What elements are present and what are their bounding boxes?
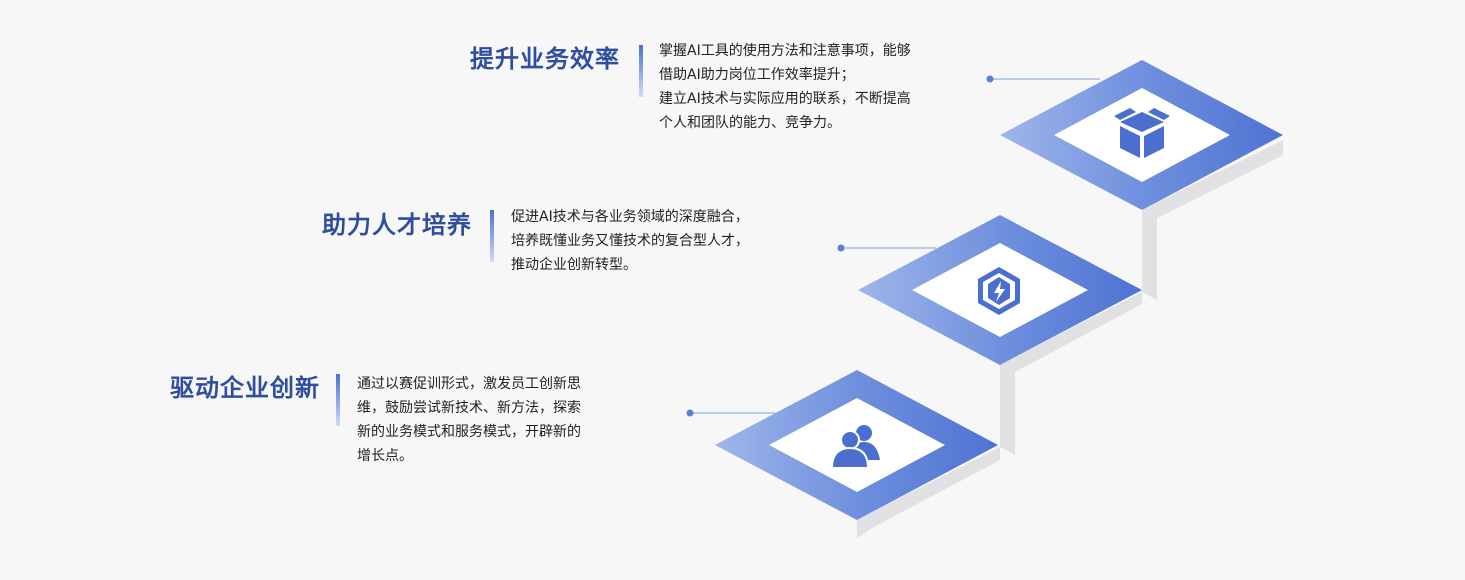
step-tile-2 (858, 215, 1142, 365)
step-tile-1 (1000, 60, 1283, 210)
step-1-line: 借助AI助力岗位工作效率提升； (659, 67, 855, 83)
step-3-line: 通过以赛促训形式，激发员工创新思 (357, 376, 581, 392)
lightning-badge-icon (978, 267, 1020, 315)
step-3-line: 增长点。 (357, 448, 413, 464)
step-1-description: 掌握AI工具的使用方法和注意事项，能够 借助AI助力岗位工作效率提升； 建立AI… (659, 39, 911, 135)
step-2-line: 促进AI技术与各业务领域的深度融合， (511, 209, 749, 225)
step-2-line: 培养既懂业务又懂技术的复合型人才， (511, 233, 749, 249)
step-3-description: 通过以赛促训形式，激发员工创新思 维，鼓励尝试新技术、新方法，探索 新的业务模式… (357, 372, 581, 468)
step-3-line: 维，鼓励尝试新技术、新方法，探索 (357, 400, 581, 416)
step-3-title: 驱动企业创新 (170, 374, 320, 402)
step-3-accent-bar (336, 374, 340, 426)
step-1-line: 个人和团队的能力、竞争力。 (659, 115, 841, 131)
connector-dot (986, 75, 994, 83)
connector-dot (837, 244, 845, 252)
connector-dot (686, 409, 694, 417)
users-icon (830, 425, 880, 469)
step-1-title: 提升业务效率 (470, 45, 620, 73)
stair-shadow (857, 140, 1283, 538)
step-2-accent-bar (490, 210, 494, 262)
step-1-accent-bar (639, 45, 643, 97)
box-icon (1114, 108, 1170, 158)
step-1-line: 建立AI技术与实际应用的联系，不断提高 (659, 91, 911, 107)
step-3-line: 新的业务模式和服务模式，开辟新的 (357, 424, 581, 440)
connectors (686, 75, 1100, 417)
step-2-line: 推动企业创新转型。 (511, 257, 637, 273)
step-2-title: 助力人才培养 (322, 211, 472, 239)
step-1-line: 掌握AI工具的使用方法和注意事项，能够 (659, 43, 911, 59)
step-tile-3 (715, 370, 998, 520)
step-2-description: 促进AI技术与各业务领域的深度融合， 培养既懂业务又懂技术的复合型人才， 推动企… (511, 205, 749, 277)
